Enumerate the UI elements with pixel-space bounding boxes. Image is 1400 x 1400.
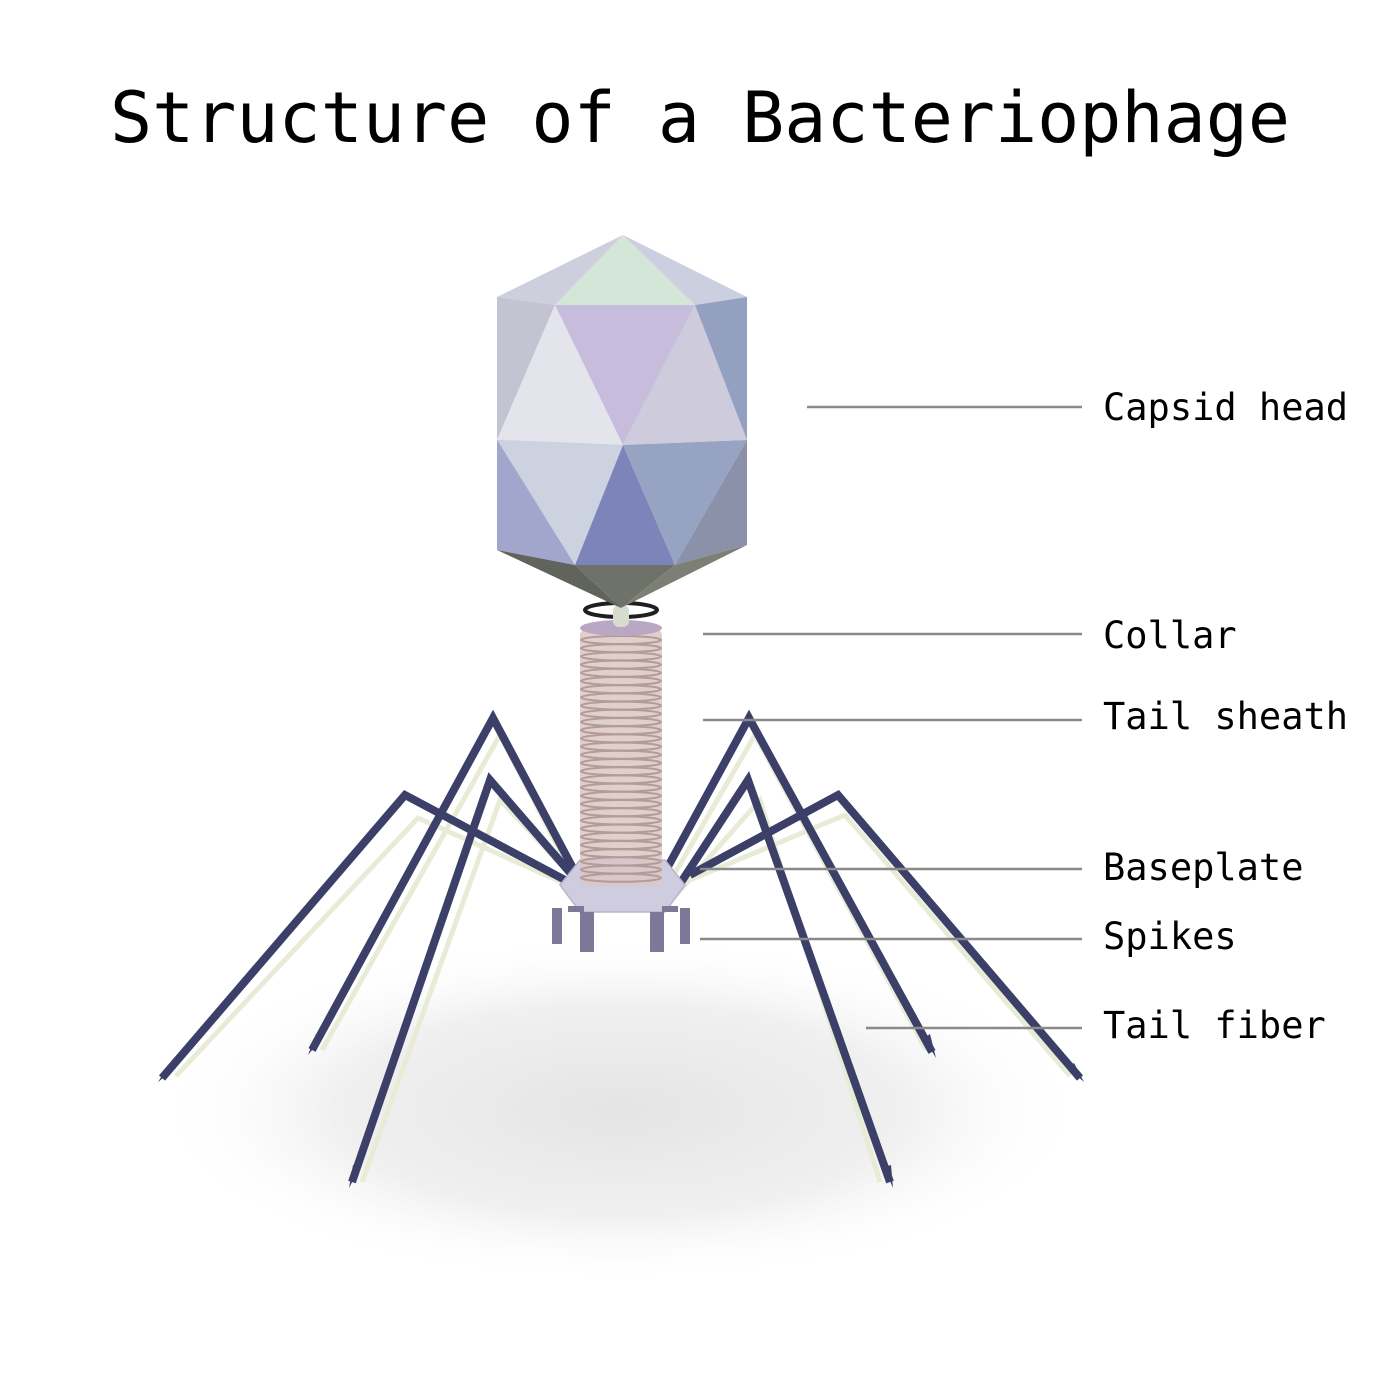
leader-lines bbox=[700, 405, 1082, 1030]
capsid-facet-lower-left-edge bbox=[497, 440, 575, 565]
tail-fiber-2 bbox=[308, 709, 579, 1052]
capsid-facet-upper-white bbox=[497, 305, 623, 445]
tail-fiber-tip-5 bbox=[884, 1165, 893, 1188]
capsid-facet-bottom-right bbox=[621, 545, 747, 608]
capsid-facet-upper-edge bbox=[695, 297, 747, 440]
tail-fiber-highlight-1 bbox=[174, 814, 570, 1078]
tail-fiber-tip-2 bbox=[308, 1034, 322, 1055]
capsid-facet-lower-right bbox=[675, 440, 747, 565]
spike-bar-left bbox=[568, 906, 584, 912]
label-baseplate: Baseplate bbox=[1103, 846, 1303, 889]
capsid-facet-lower-dark bbox=[575, 445, 675, 565]
tail-fiber-tip-3 bbox=[349, 1165, 360, 1188]
sheath-ring bbox=[580, 872, 662, 883]
label-tail-fiber: Tail fiber bbox=[1103, 1004, 1326, 1047]
capsid-facet-top-left bbox=[497, 235, 623, 305]
tail-fiber-6 bbox=[688, 789, 1084, 1081]
label-capsid-head: Capsid head bbox=[1103, 386, 1348, 429]
capsid-head bbox=[497, 235, 747, 608]
tail-fiber-1 bbox=[158, 789, 567, 1081]
tail-sheath bbox=[580, 620, 662, 886]
spikes bbox=[552, 906, 690, 952]
capsid-facet-upper-lavender bbox=[555, 305, 695, 445]
spike-2 bbox=[580, 912, 594, 952]
capsid-facet-bottom-center bbox=[575, 565, 675, 608]
capsid-facet-top-center bbox=[555, 235, 695, 305]
tail-fiber-tip-1 bbox=[158, 1063, 176, 1082]
ground-shadow bbox=[150, 935, 1090, 1285]
spike-1 bbox=[552, 908, 562, 944]
tail-fiber-tip-6 bbox=[1068, 1063, 1084, 1082]
label-tail-sheath: Tail sheath bbox=[1103, 695, 1348, 738]
spike-bar-right bbox=[662, 906, 678, 912]
label-collar: Collar bbox=[1103, 614, 1237, 657]
capsid-facet-lower-mid-right bbox=[623, 440, 747, 565]
capsid-facet-lower-mid-left bbox=[497, 440, 623, 565]
collar-neck bbox=[613, 605, 629, 627]
tail-fibers bbox=[158, 709, 1084, 1188]
tail-fiber-tip-4 bbox=[924, 1034, 936, 1058]
label-spikes: Spikes bbox=[1103, 915, 1237, 958]
spike-4 bbox=[680, 908, 690, 944]
capsid-facet-upper-left bbox=[497, 297, 555, 440]
tail-fiber-highlight-6 bbox=[689, 811, 1072, 1078]
capsid-facet-top-right bbox=[623, 235, 747, 305]
tail-fiber-5 bbox=[672, 771, 894, 1184]
diagram-title: Structure of a Bacteriophage bbox=[110, 77, 1290, 159]
tail-fiber-4 bbox=[661, 709, 936, 1054]
tail-fiber-3 bbox=[348, 772, 589, 1184]
tail-sheath-top bbox=[580, 620, 662, 636]
capsid-facet-bottom-left bbox=[497, 550, 621, 608]
labels: Capsid head Collar Tail sheath Baseplate… bbox=[1103, 386, 1348, 1047]
capsid-facet-upper-right bbox=[623, 305, 747, 445]
spike-3 bbox=[650, 912, 664, 952]
